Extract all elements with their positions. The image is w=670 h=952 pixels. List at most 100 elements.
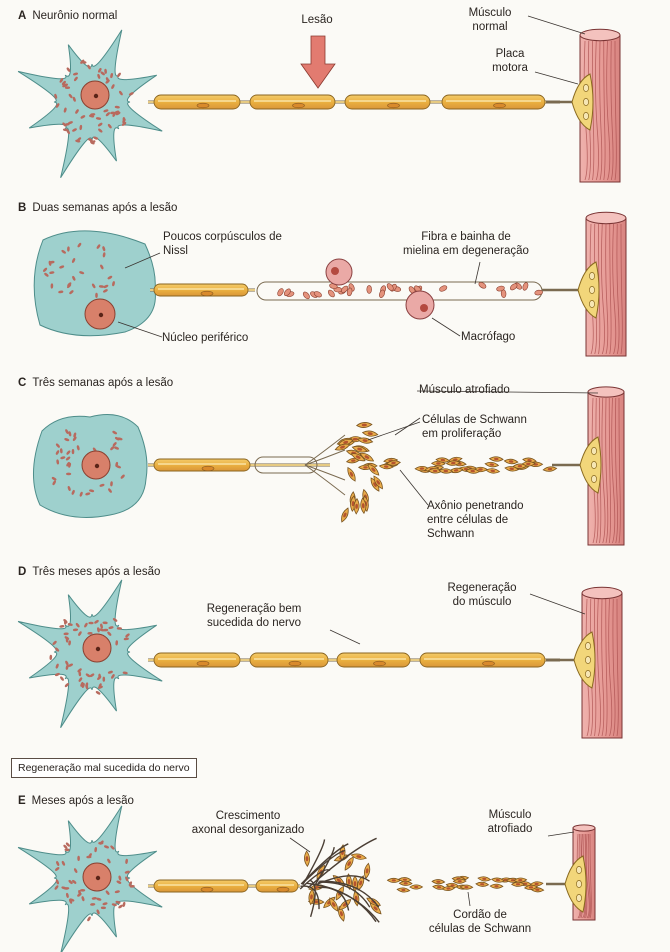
plate-nucleus [585,656,590,663]
muscle-top [580,29,620,40]
motor-end-plate [572,74,593,130]
myelin-segment [420,653,545,667]
schwann-nucleus [293,103,305,108]
plate-nucleus [591,447,596,454]
macrophage [326,259,352,285]
nissl-body [103,677,106,682]
macrophage-nucleus [420,304,428,312]
plate-nucleus [583,98,588,105]
macrophage-label: Macrófago [461,330,515,344]
plate-nucleus [589,272,594,279]
nissl-body [95,293,98,298]
lesion-arrow [301,36,335,88]
nissl-body [59,625,65,628]
myelin-debris [276,288,284,297]
nissl-body [72,449,75,454]
myelin-debris [378,289,385,298]
atrophied-muscle-label: Músculo atrofiado [419,383,510,397]
schwann-cell [504,459,518,465]
atrophied-muscle-e-label: Músculo atrofiado [470,808,550,836]
plate-nucleus [583,112,588,119]
plate-nucleus [589,300,594,307]
panel-b-title: BDuas semanas após a lesão [18,201,177,215]
schwann-cell [485,461,499,467]
leader-line [530,594,585,614]
disorganized-growth-label: Crescimento axonal desorganizado [178,809,318,837]
schwann-cell [410,885,423,889]
leader-line [468,892,470,906]
schwann-cell [339,507,350,523]
nissl-body [77,856,80,861]
schwann-cell [432,879,445,884]
schwann-cell [398,877,411,882]
schwann-cell [346,466,358,482]
myelin-debris [367,285,372,293]
schwann-cell [387,878,400,882]
nissl-body [59,676,64,682]
schwann-cell [362,430,378,437]
muscle-regeneration-label: Regeneração do músculo [436,581,528,609]
schwann-nucleus [197,103,209,108]
myelin-debris [302,291,311,300]
motor-end-plate [580,437,601,493]
muscle-top [588,387,624,397]
fiber-degeneration-label: Fibra e bainha de mielina em degeneração [377,230,555,258]
schwann-cell [304,851,310,867]
motor-plate-label: Placa motora [480,47,540,75]
axon-sprout [305,465,345,495]
failed-regeneration-box: Regeneração mal sucedida do nervo [11,758,197,778]
schwann-cell [512,882,525,886]
lesion-label: Lesão [292,13,342,27]
nucleolus [95,464,99,468]
muscle-top [582,587,622,598]
leader-line [290,838,310,852]
schwann-cell [356,422,372,428]
plate-nucleus [583,84,588,91]
schwann-nucleus [202,466,214,471]
schwann-cord-label: Cordão de células de Schwann [410,908,550,936]
leader-line [432,318,460,336]
motor-end-plate [578,262,599,318]
plate-nucleus [576,894,581,901]
schwann-cell-nucleus [354,881,357,886]
schwann-nucleus [483,661,495,666]
leader-line [475,262,480,284]
panel-d-title: DTrês meses após a lesão [18,565,160,579]
schwann-cell [486,468,500,474]
nissl-body [64,848,69,851]
schwann-nucleus [197,661,209,666]
leader-line [528,16,585,34]
schwann-nucleus [201,887,213,892]
motor-end-plate [565,856,586,912]
myelin-segment [250,653,328,667]
myelin-segment [250,95,335,109]
schwann-cell [397,887,410,893]
neuron-bodies [18,30,162,952]
myelin-segment [154,95,240,109]
plate-nucleus [585,642,590,649]
schwann-proliferation-label: Células de Schwann em proliferação [422,413,527,441]
nissl-body [66,473,71,476]
muscle-top [586,212,626,223]
schwann-nucleus [494,103,506,108]
nissl-body [117,627,122,630]
schwann-cell-nucleus [516,883,520,885]
myelin-debris [522,282,529,291]
schwann-cell [490,884,503,888]
myelin-segment [345,95,430,109]
leader-line [548,832,574,836]
myelin-segment [337,653,410,667]
plate-nucleus [576,880,581,887]
myelin-segment [154,653,240,667]
motor-end-plate [574,632,595,688]
nucleolus [99,313,103,317]
few-nissl-label: Poucos corpúsculos de Nissl [163,230,282,258]
schwann-nucleus [201,291,213,296]
nissl-body [49,655,52,660]
schwann-nucleus [388,103,400,108]
axon-penetrating-label: Axônio penetrando entre células de Schwa… [427,499,524,541]
nissl-body [87,916,92,922]
schwann-nucleus [277,887,289,892]
